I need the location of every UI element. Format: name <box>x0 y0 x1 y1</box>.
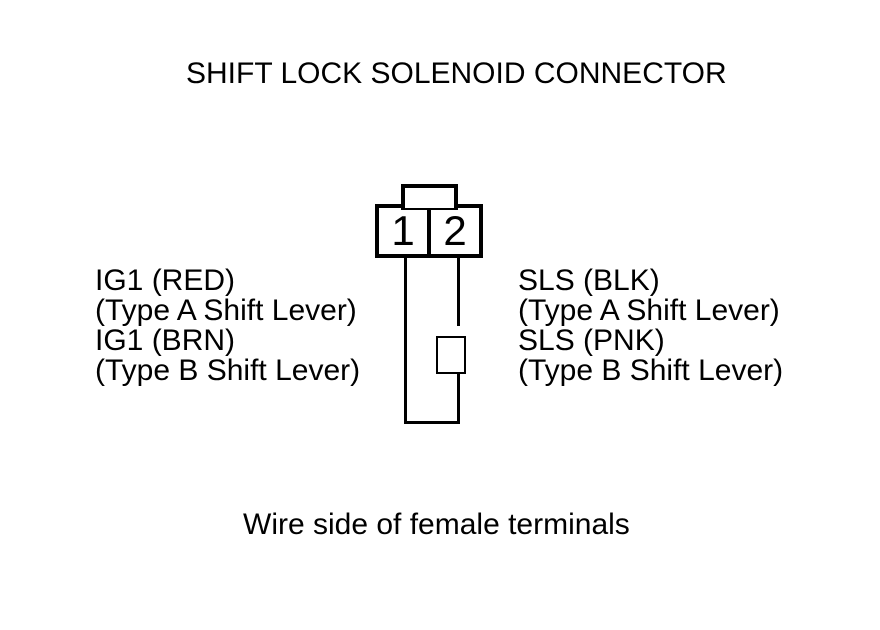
label-line: (Type B Shift Lever) <box>518 354 784 387</box>
terminal-2-number: 2 <box>443 207 467 254</box>
terminal-cell-2: 2 <box>431 208 479 254</box>
terminal-2-wire-label: SLS (BLK) (Type A Shift Lever) SLS (PNK)… <box>518 266 783 386</box>
label-line: (Type B Shift Lever) <box>95 354 361 387</box>
terminal-2-wire-line-lower <box>457 374 460 424</box>
label-line: IG1 (BRN) <box>95 324 236 357</box>
label-line: SLS (BLK) <box>518 264 660 297</box>
diagram-title: SHIFT LOCK SOLENOID CONNECTOR <box>186 57 727 90</box>
terminal-1-number: 1 <box>391 207 415 254</box>
terminal-2-wire-line-upper <box>457 256 460 326</box>
connector-body: 1 2 <box>375 204 483 258</box>
terminal-1-wire-label: IG1 (RED) (Type A Shift Lever) IG1 (BRN)… <box>95 266 360 386</box>
label-line: IG1 (RED) <box>95 264 236 297</box>
solenoid-component-box <box>436 336 466 374</box>
label-line: (Type A Shift Lever) <box>95 294 357 327</box>
view-caption: Wire side of female terminals <box>243 508 630 541</box>
label-line: SLS (PNK) <box>518 324 665 357</box>
terminal-1-wire-line <box>404 256 407 424</box>
terminal-cell-1: 1 <box>379 208 431 254</box>
label-line: (Type A Shift Lever) <box>518 294 780 327</box>
connector-lock-tab <box>401 184 458 210</box>
connector-outline-bottom-line <box>404 421 460 424</box>
